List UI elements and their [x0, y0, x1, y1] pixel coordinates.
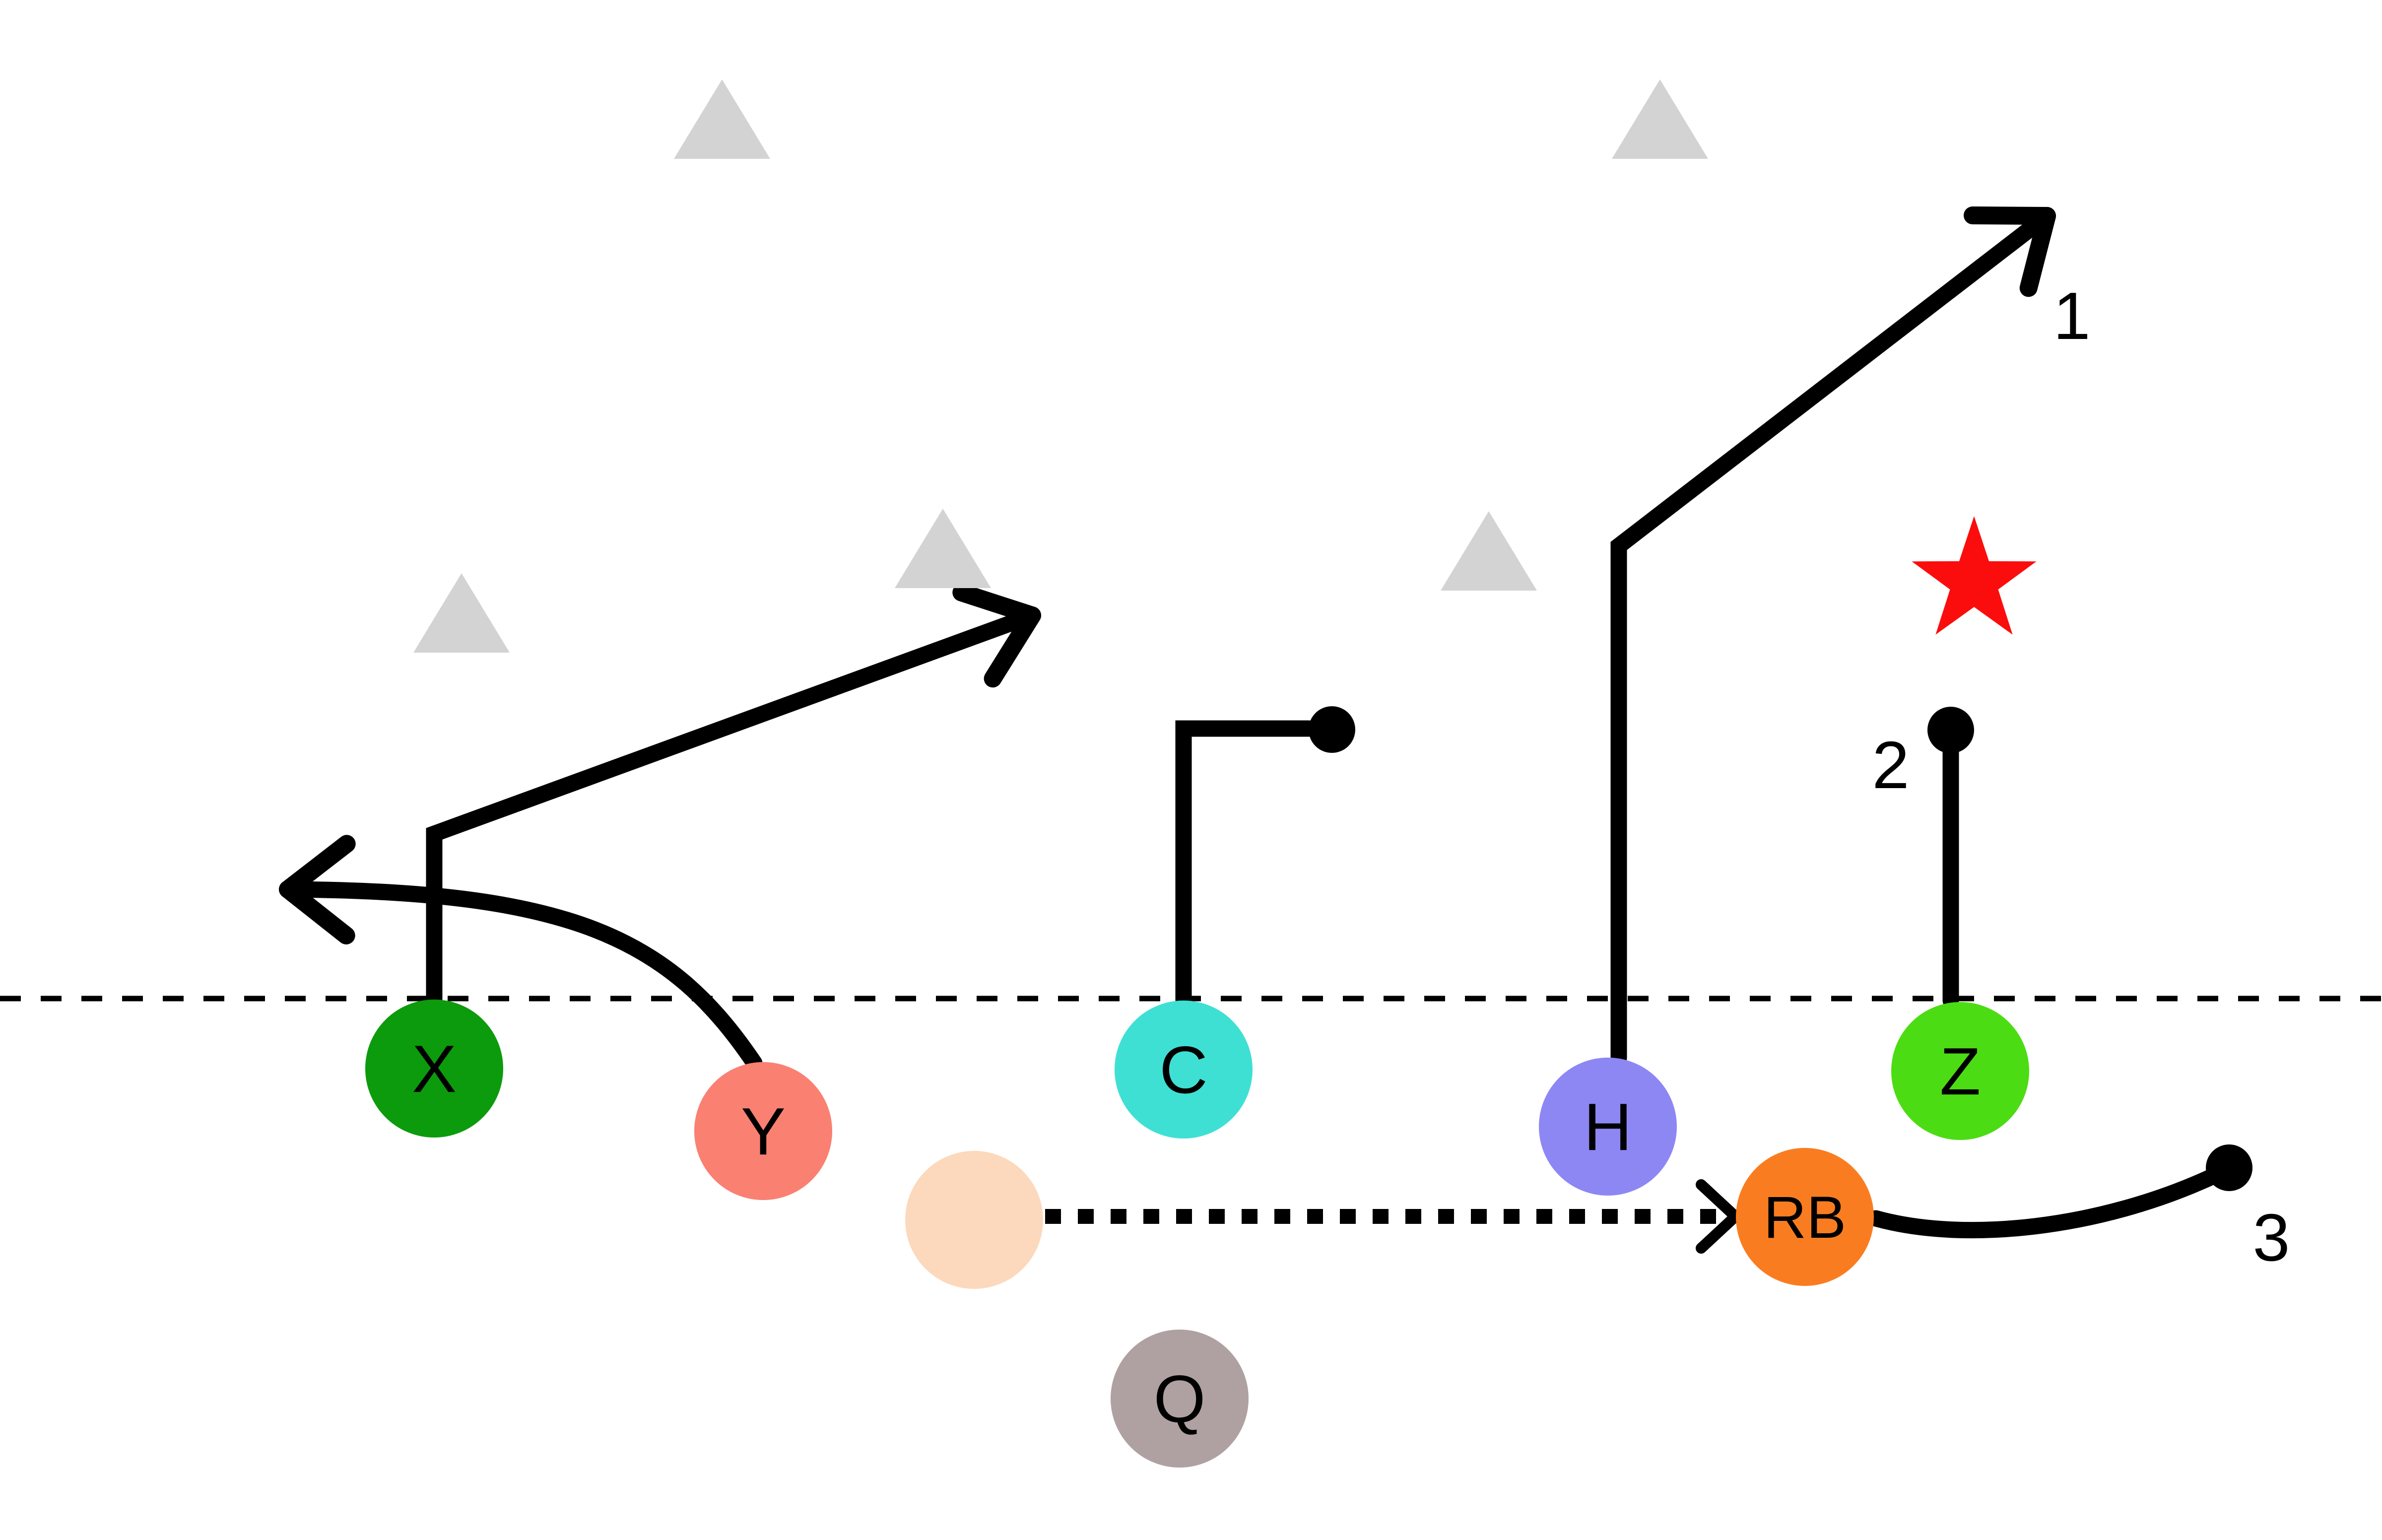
player-C[interactable] — [1115, 1001, 1253, 1138]
player-Q[interactable] — [1111, 1330, 1249, 1468]
route-X — [426, 607, 1041, 1011]
route-RB — [1867, 1169, 2219, 1239]
route-X-arrowhead-barb-1 — [952, 583, 1041, 624]
player-H-label: H — [1584, 1089, 1632, 1164]
route-H-arrowhead-barb-2 — [2019, 207, 2056, 297]
route-RB-end-dot — [2206, 1144, 2252, 1191]
player-Z-label: Z — [1940, 1034, 1981, 1109]
defender-triangle-4[interactable] — [895, 509, 991, 588]
route-H — [1610, 207, 2055, 1067]
player-Y-label: Y — [741, 1094, 786, 1169]
player-X[interactable] — [365, 1000, 503, 1138]
player-RB[interactable] — [1736, 1148, 1874, 1286]
route-C — [1175, 720, 1318, 1008]
defender-triangle-2[interactable] — [1612, 79, 1708, 159]
player-H[interactable] — [1539, 1058, 1677, 1196]
route-H-arrowhead-barb-1 — [1964, 206, 2056, 225]
route-Y — [279, 881, 763, 1071]
player-RB-label: RB — [1764, 1184, 1847, 1251]
defender-triangle-3[interactable] — [413, 573, 510, 653]
star-icon[interactable] — [1912, 516, 2037, 635]
player-Q-label: Q — [1153, 1361, 1205, 1436]
player-C-label: C — [1159, 1032, 1208, 1107]
motion-RB-chevron-arrowhead — [1696, 1179, 1741, 1254]
player-Z[interactable] — [1891, 1002, 2029, 1140]
player-Y[interactable] — [694, 1062, 832, 1200]
route-number-1: 1 — [2053, 278, 2090, 353]
defender-triangle-1[interactable] — [674, 79, 770, 159]
route-Z-end-dot — [1927, 707, 1974, 753]
route-Y-arrowhead-barb-2 — [279, 835, 356, 898]
defender-triangle-5[interactable] — [1441, 511, 1537, 591]
player-motion-origin[interactable] — [905, 1151, 1043, 1289]
route-Y-arrowhead-barb-1 — [279, 880, 355, 944]
route-number-2: 2 — [1872, 728, 1909, 803]
route-X-arrowhead-barb-2 — [984, 606, 1041, 688]
player-X-label: X — [412, 1031, 457, 1106]
route-number-3: 3 — [2252, 1200, 2290, 1275]
route-C-end-dot — [1309, 706, 1355, 753]
